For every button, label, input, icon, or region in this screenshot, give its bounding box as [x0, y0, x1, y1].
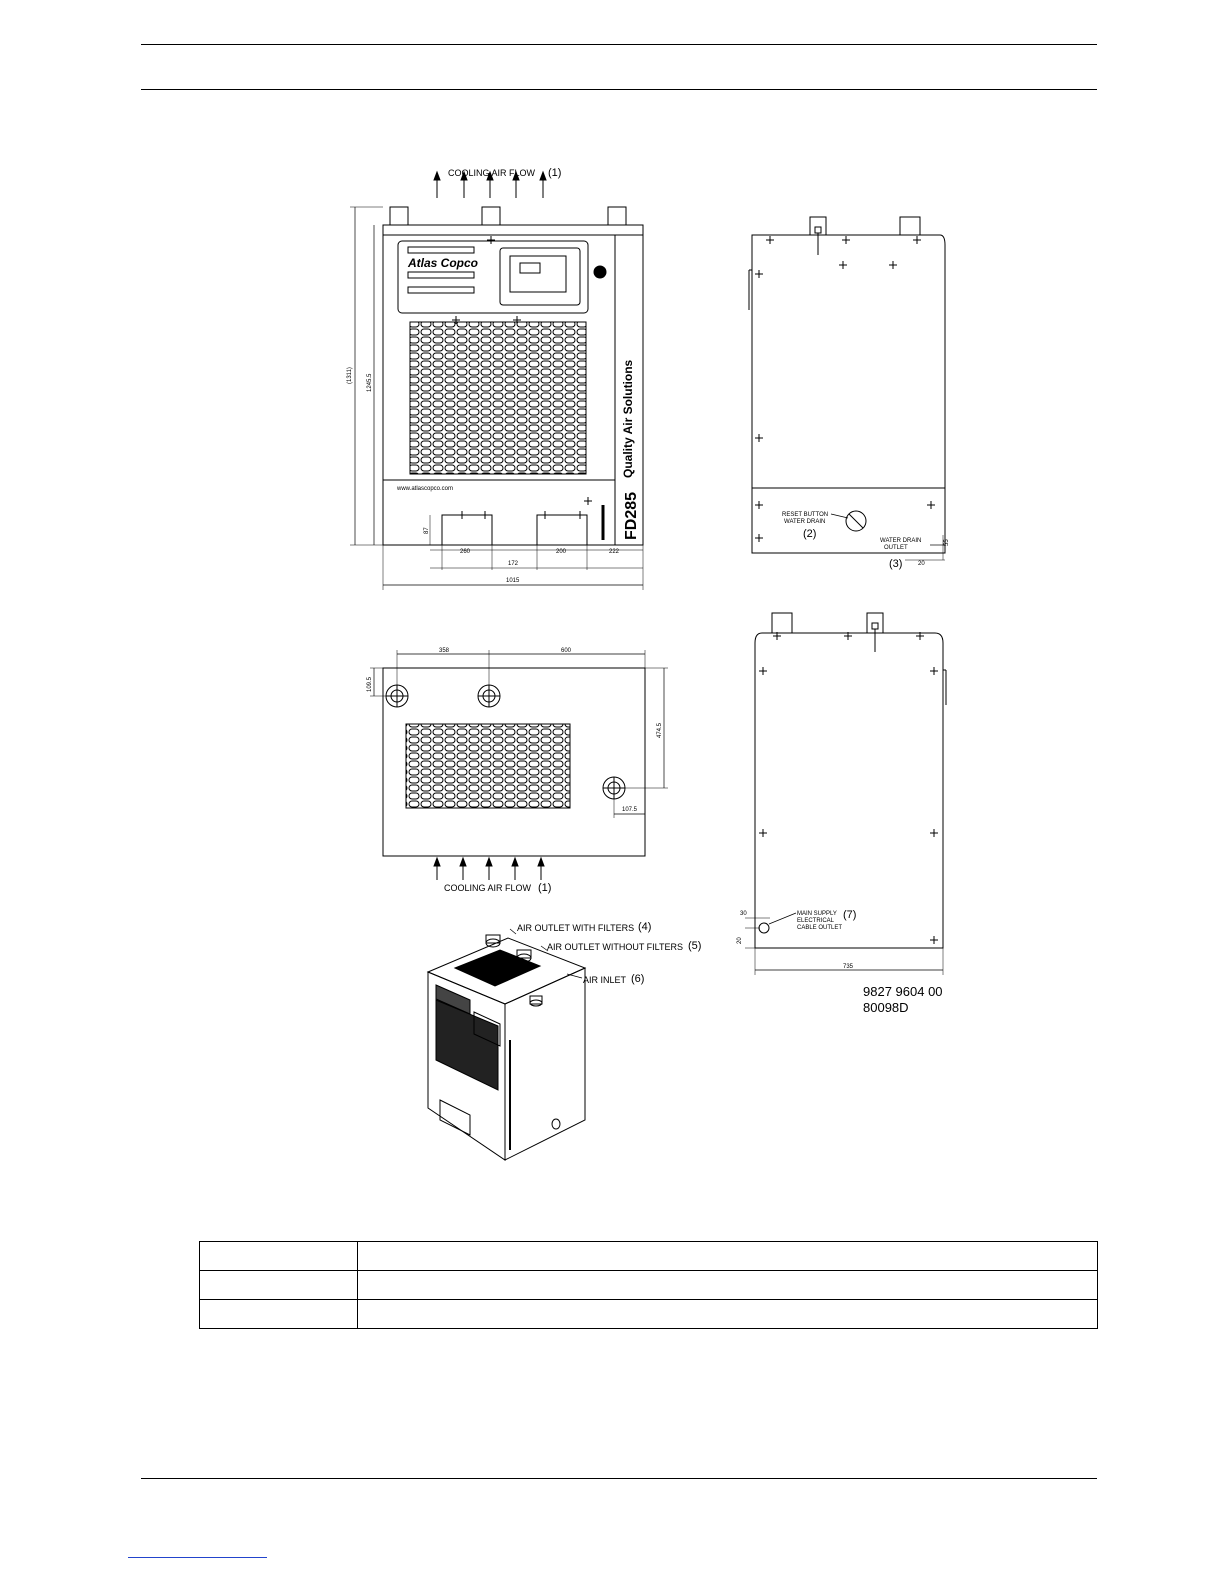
- legend-table: [199, 1241, 1098, 1329]
- ref-5: (5): [688, 940, 701, 952]
- table-row: [199, 1241, 1098, 1271]
- front-body: [382, 224, 644, 546]
- top-view: [370, 650, 668, 880]
- dim-side-30: 30: [740, 911, 747, 917]
- dim-drain-20: 20: [918, 561, 925, 567]
- doc-revision: 80098D: [863, 1000, 909, 1015]
- footer-link-underline[interactable]: [128, 1557, 267, 1558]
- website-label: www.atlascopco.com: [396, 486, 453, 492]
- slogan-label: Quality Air Solutions: [621, 359, 635, 478]
- ref-6: (6): [631, 973, 644, 985]
- side-view-left: [745, 612, 947, 975]
- table-row: [199, 1299, 1098, 1329]
- header-rule-top: [141, 44, 1097, 45]
- main-supply-label-3: CABLE OUTLET: [797, 925, 842, 931]
- dim-foot-172: 172: [508, 561, 519, 567]
- dim-top-600: 600: [561, 648, 572, 654]
- side-view-right: [748, 216, 946, 561]
- front-grille: [409, 321, 587, 475]
- main-supply-label-1: MAIN SUPPLY: [797, 911, 837, 917]
- ref-1-bottom: (1): [538, 882, 551, 894]
- brand-logo: Atlas Copco: [407, 256, 478, 270]
- table-cell: [199, 1270, 358, 1300]
- table-cell: [357, 1299, 1098, 1329]
- dim-foot-height: 87: [424, 527, 430, 534]
- cooling-air-flow-label-bottom: COOLING AIR FLOW: [444, 883, 532, 893]
- main-supply-label-2: ELECTRICAL: [797, 918, 835, 924]
- water-drain-label-1: WATER DRAIN: [880, 538, 921, 544]
- cooling-air-flow-label-top: COOLING AIR FLOW: [448, 168, 536, 178]
- ref-1-top: (1): [548, 167, 561, 179]
- table-cell: [357, 1241, 1098, 1271]
- dim-foot-260: 260: [460, 549, 471, 555]
- dim-top-474: 474.5: [657, 722, 663, 738]
- airflow-arrows-bottom: [433, 856, 545, 880]
- reset-button-label-2: WATER DRAIN: [784, 519, 825, 525]
- header-rule-bottom: [141, 89, 1097, 90]
- dim-drain-55: 55: [944, 539, 950, 546]
- front-view: [350, 170, 644, 590]
- air-outlet-without-filters-label: AIR OUTLET WITHOUT FILTERS: [547, 942, 683, 952]
- dim-top-109: 109.5: [367, 676, 373, 692]
- airflow-arrows-top: [433, 170, 547, 198]
- table-row: [199, 1270, 1098, 1300]
- dim-foot-200: 200: [556, 549, 567, 555]
- table-cell: [199, 1241, 358, 1271]
- dim-height-body: 1245.5: [367, 373, 373, 392]
- dim-width-total: 1015: [506, 578, 520, 584]
- air-inlet-label: AIR INLET: [583, 975, 627, 985]
- model-label: FD285: [623, 492, 640, 540]
- dim-height-total: (1311): [347, 367, 353, 384]
- dim-side-735: 735: [843, 964, 854, 970]
- table-cell: [199, 1299, 358, 1329]
- doc-number: 9827 9604 00: [863, 984, 943, 999]
- ref-3: (3): [889, 558, 902, 570]
- dimension-drawing: COOLING AIR FLOW (1) Atlas Copco www.atl…: [347, 167, 950, 1161]
- reset-button-label-1: RESET BUTTON: [782, 512, 828, 518]
- footer-rule: [141, 1478, 1097, 1479]
- isometric-view: [426, 928, 587, 1161]
- air-outlet-with-filters-label: AIR OUTLET WITH FILTERS: [517, 923, 634, 933]
- dim-side-20: 20: [737, 937, 743, 944]
- water-drain-label-2: OUTLET: [884, 545, 908, 551]
- ref-7: (7): [843, 909, 856, 921]
- ref-2: (2): [803, 528, 816, 540]
- dim-foot-222: 222: [609, 549, 620, 555]
- ref-4: (4): [638, 921, 651, 933]
- dim-top-107: 107.5: [622, 807, 638, 813]
- table-cell: [357, 1270, 1098, 1300]
- dim-top-358: 358: [439, 648, 450, 654]
